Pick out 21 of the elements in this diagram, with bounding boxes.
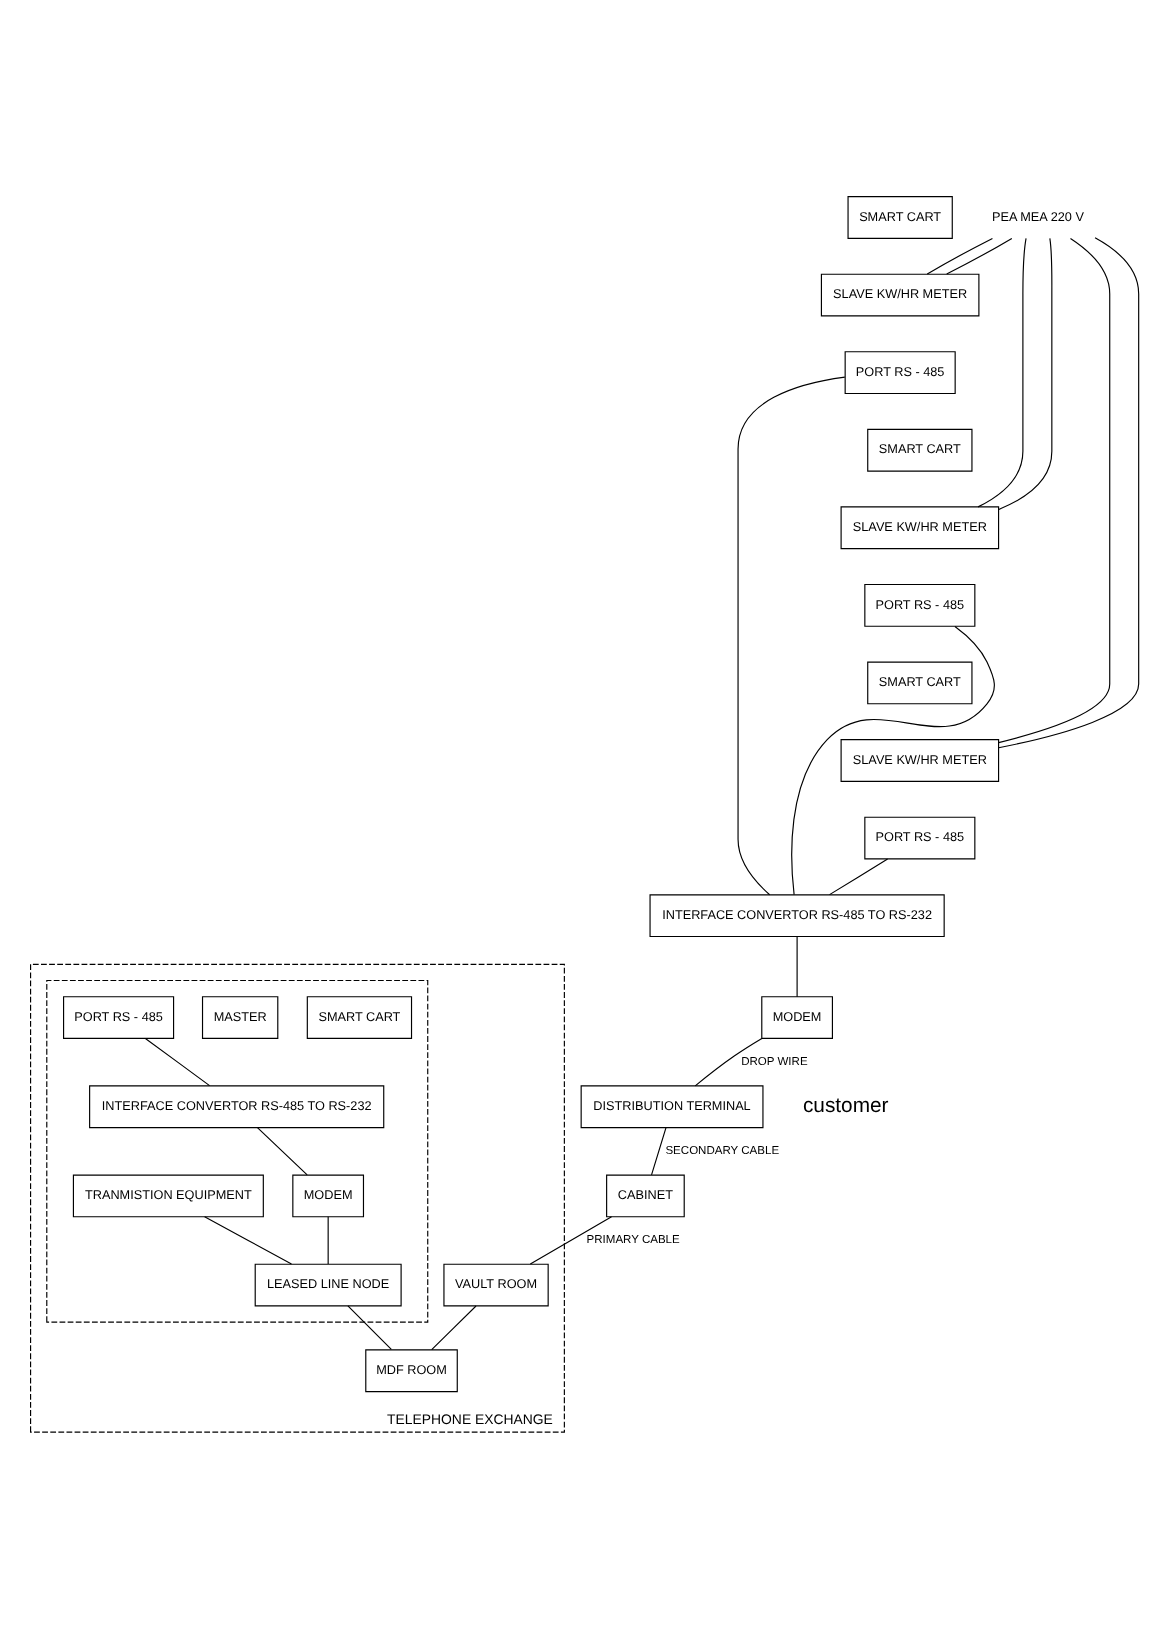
connector: [791, 625, 995, 896]
connector: [694, 1037, 763, 1087]
connector: [431, 1305, 477, 1351]
connector: [926, 237, 994, 275]
connector: [796, 936, 798, 998]
connector: [529, 1216, 613, 1265]
connector: [327, 1216, 329, 1265]
connector: [144, 1037, 211, 1087]
connector: [946, 237, 1013, 275]
cluster: [46, 979, 429, 1323]
connector: [828, 858, 889, 896]
connector: [650, 1127, 667, 1176]
connector: [204, 1216, 293, 1265]
connector: [737, 376, 846, 896]
connector: [347, 1305, 392, 1350]
connector: [256, 1127, 308, 1176]
connector: [998, 237, 1140, 749]
connector: [998, 237, 1111, 744]
connector: [998, 237, 1053, 510]
connector: [977, 237, 1027, 508]
label: customer: [802, 1095, 889, 1118]
